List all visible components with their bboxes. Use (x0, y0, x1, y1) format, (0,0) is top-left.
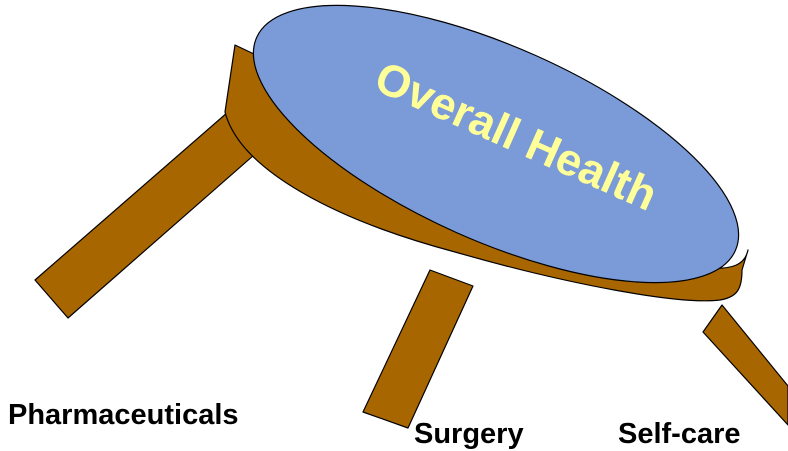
leg-pharmaceuticals (35, 112, 262, 318)
leg-surgery (363, 270, 473, 428)
leg-label-surgery: Surgery (414, 418, 524, 450)
leg-label-self-care: Self-care (618, 418, 741, 450)
leg-label-pharmaceuticals: Pharmaceuticals (8, 399, 239, 431)
leg-self-care (703, 305, 788, 425)
